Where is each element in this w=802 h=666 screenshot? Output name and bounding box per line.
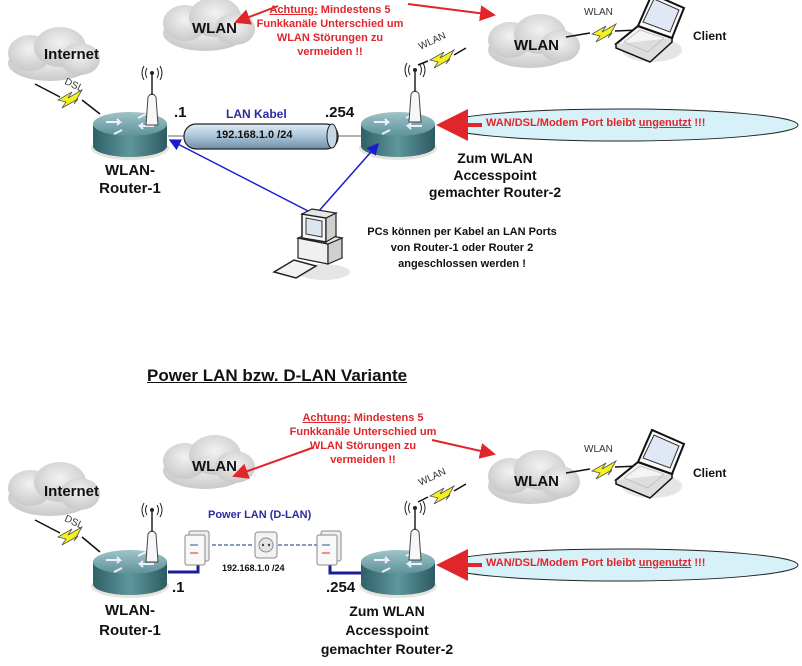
top-diagram bbox=[8, 0, 799, 281]
client-label-2: Client bbox=[693, 466, 727, 480]
wlan-cloud-right-label-2: WLAN bbox=[514, 473, 559, 490]
router1-label-2-line1: WLAN- bbox=[105, 602, 155, 619]
router1-label-2: WLAN- Router-1 bbox=[90, 601, 170, 641]
router1-label-2-line2: Router-1 bbox=[99, 622, 161, 639]
pc-note-line1: PCs können per Kabel an LAN Ports bbox=[367, 226, 557, 238]
wan-note-text-2: WAN/DSL/Modem Port bleibt ungenutzt !!! bbox=[486, 557, 705, 569]
warning-line2: Funkkanäle Unterschied um bbox=[256, 18, 404, 30]
wlan-link-client-label: WLAN bbox=[584, 7, 613, 18]
powerlan-label: Power LAN (D-LAN) bbox=[208, 509, 312, 521]
lan-subnet-label: 192.168.1.0 /24 bbox=[216, 129, 293, 141]
lan-cable-label: LAN Kabel bbox=[226, 107, 287, 121]
pc-link-router1 bbox=[168, 139, 311, 213]
warning-line2-2: Funkkanäle Unterschied um bbox=[289, 426, 437, 438]
router1-ip-label-2: .1 bbox=[172, 579, 185, 596]
wan-note-suffix: !!! bbox=[691, 117, 706, 129]
warning-line4: vermeiden !! bbox=[297, 46, 363, 58]
router2-icon-2 bbox=[358, 549, 438, 599]
router2-label-2-line3: gemachter Router-2 bbox=[320, 641, 454, 657]
router2-ip-label: .254 bbox=[325, 104, 355, 121]
internet-label-2: Internet bbox=[44, 483, 100, 500]
wan-note-underlined: ungenutzt bbox=[638, 117, 692, 129]
section-title: Power LAN bzw. D-LAN Variante bbox=[147, 366, 408, 385]
pc-note-line2: von Router-1 oder Router 2 bbox=[390, 242, 534, 254]
warning-prefix-2: Achtung: bbox=[302, 412, 351, 424]
router2-label-2: Zum WLAN Accesspoint gemachter Router-2 bbox=[312, 602, 462, 659]
internet-label: Internet bbox=[44, 46, 100, 63]
lan-cable bbox=[183, 123, 339, 150]
wlan-cloud-left-label-2: WLAN bbox=[192, 458, 237, 475]
router2-label-line3: gemachter Router-2 bbox=[428, 184, 562, 200]
pc-note: PCs können per Kabel an LAN Ports von Ro… bbox=[344, 224, 580, 272]
client-label: Client bbox=[693, 29, 727, 43]
warning-arrow-right-2 bbox=[431, 439, 496, 459]
wan-note-text: WAN/DSL/Modem Port bleibt ungenutzt !!! bbox=[486, 117, 705, 129]
router2-ip-label-2: .254 bbox=[326, 579, 356, 596]
warning-line4-2: vermeiden !! bbox=[330, 454, 396, 466]
wan-note-underlined-2: ungenutzt bbox=[638, 557, 692, 569]
router2-label-2-line1: Zum WLAN bbox=[349, 603, 425, 619]
warning-arrow-left bbox=[234, 5, 279, 25]
router1-label: WLAN- Router-1 bbox=[90, 162, 170, 198]
wlan-lightning-client-icon-2 bbox=[591, 460, 617, 480]
wlan-lightning-router2-icon-2 bbox=[429, 485, 455, 505]
router1-label-line2: Router-1 bbox=[99, 180, 161, 197]
powerlan-subnet-label: 192.168.1.0 /24 bbox=[222, 563, 285, 573]
wlan-cloud-right-label: WLAN bbox=[514, 37, 559, 54]
powerlan-adapter-1-icon bbox=[184, 530, 210, 566]
router2-label: Zum WLAN Accesspoint gemachter Router-2 bbox=[420, 150, 570, 201]
laptop-client-icon-2 bbox=[615, 429, 685, 499]
router1-label-line1: WLAN- bbox=[105, 162, 155, 179]
bottom-diagram bbox=[8, 429, 799, 599]
warning-line1: Mindestens 5 bbox=[317, 4, 391, 16]
wlan-lightning-router2-icon bbox=[429, 49, 455, 69]
wan-note-main: WAN/DSL/Modem Port bleibt bbox=[486, 117, 639, 129]
warning-note: Achtung: Mindestens 5 Funkkanäle Untersc… bbox=[250, 3, 410, 59]
warning-prefix: Achtung: bbox=[269, 4, 318, 16]
wan-note-main-2: WAN/DSL/Modem Port bleibt bbox=[486, 557, 639, 569]
warning-line1-2: Mindestens 5 bbox=[350, 412, 424, 424]
wan-note-suffix-2: !!! bbox=[691, 557, 706, 569]
router1-ip-label: .1 bbox=[174, 104, 187, 121]
router2-label-2-line2: Accesspoint bbox=[345, 622, 429, 638]
warning-arrow-right bbox=[407, 3, 496, 22]
wlan-cloud-left-label: WLAN bbox=[192, 20, 237, 37]
warning-note-2: Achtung: Mindestens 5 Funkkanäle Untersc… bbox=[283, 411, 443, 467]
pc-note-line3: angeschlossen werden ! bbox=[398, 258, 526, 270]
powerlan-adapter-2-icon bbox=[316, 530, 342, 566]
wlan-link-client-label-2: WLAN bbox=[584, 444, 613, 455]
warning-line3-2: WLAN Störungen zu bbox=[309, 440, 417, 452]
pc-icon bbox=[273, 208, 351, 281]
warning-line3: WLAN Störungen zu bbox=[276, 32, 384, 44]
router2-label-line1: Zum WLAN bbox=[457, 150, 533, 166]
warning-arrow-left-2 bbox=[232, 447, 313, 479]
wlan-lightning-client-icon bbox=[591, 23, 617, 43]
pc-link-router2 bbox=[317, 142, 379, 213]
router2-label-line2: Accesspoint bbox=[453, 167, 537, 183]
